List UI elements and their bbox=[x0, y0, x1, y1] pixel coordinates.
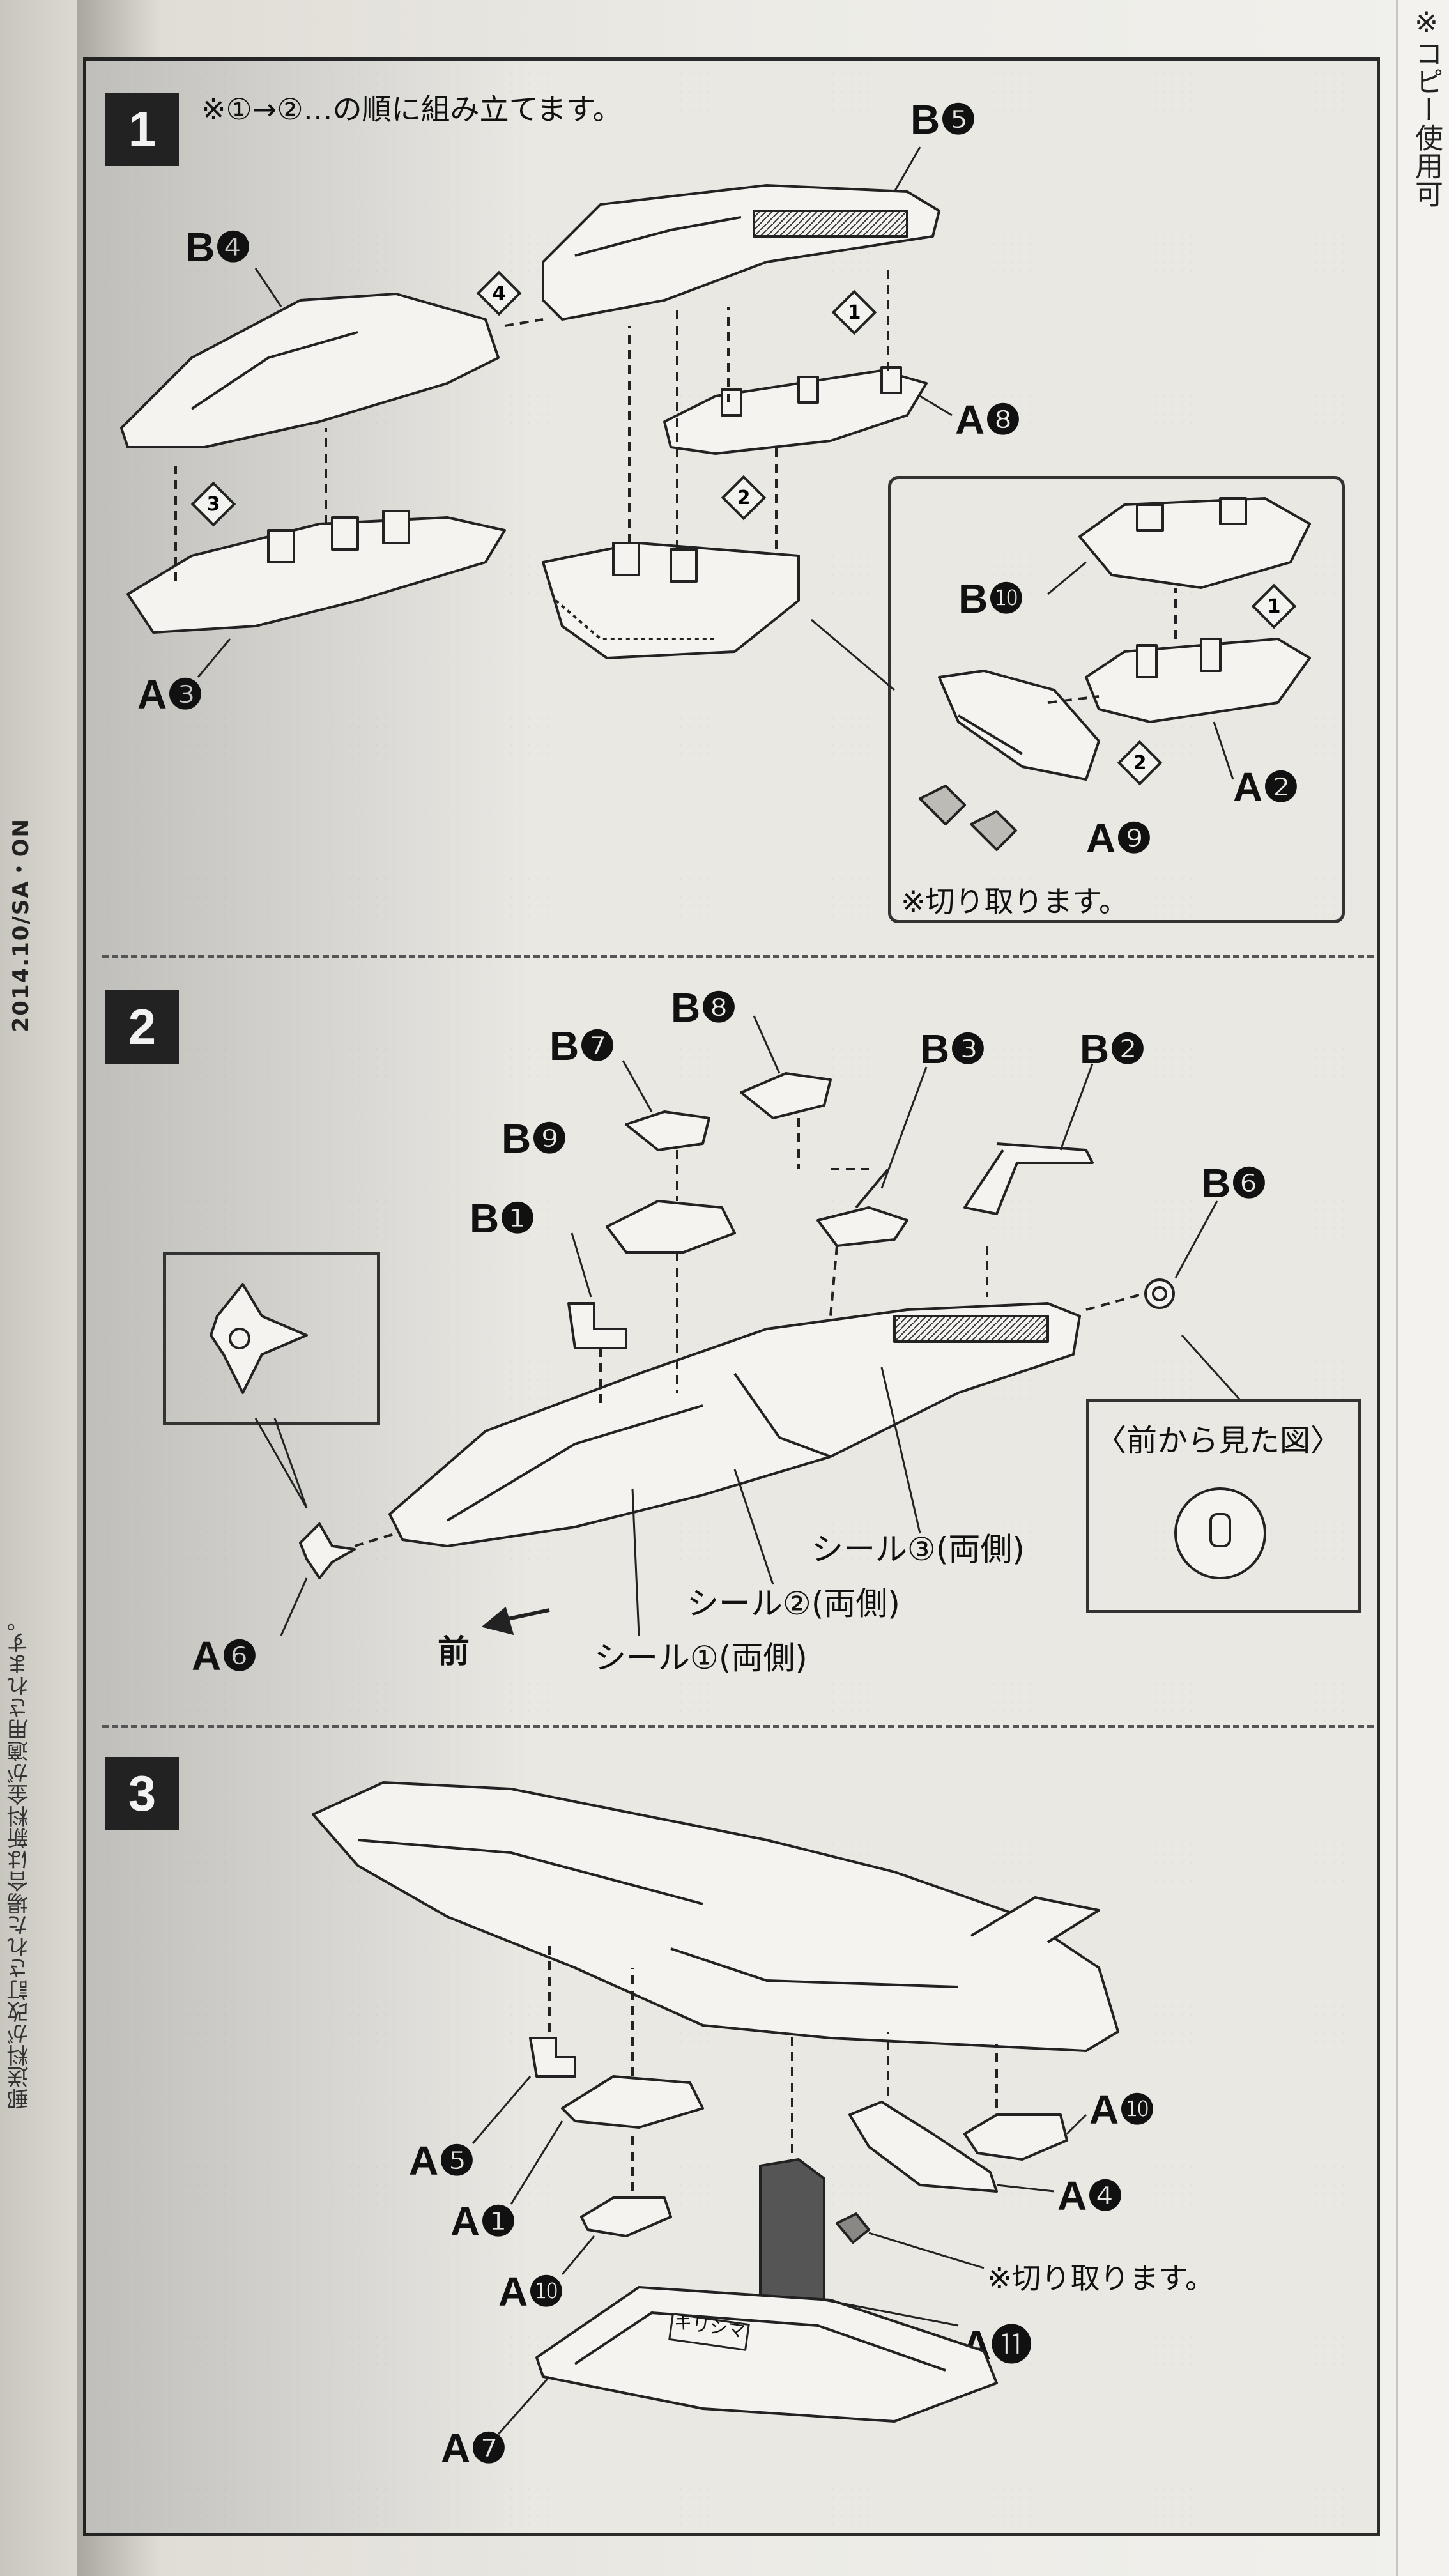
label-a4: A❹ bbox=[1057, 2173, 1124, 2219]
label-a10-right: A❿ bbox=[1089, 2087, 1156, 2133]
label-a5: A❺ bbox=[409, 2138, 475, 2184]
step-3-cut-note: ※切り取ります。 bbox=[987, 2261, 1215, 2296]
box-side-edge bbox=[0, 0, 77, 2576]
step-2-leaders bbox=[254, 1015, 1241, 1636]
label-b10: B❿ bbox=[958, 576, 1025, 622]
part-a5 bbox=[529, 2037, 576, 2078]
label-b8: B❽ bbox=[671, 985, 737, 1031]
part-b6 bbox=[1144, 1278, 1175, 1309]
part-a10-right bbox=[963, 2113, 1068, 2161]
ship-complete-step3 bbox=[312, 1781, 1119, 2052]
cut-pieces-step1 bbox=[919, 785, 1017, 851]
part-a4 bbox=[848, 2101, 998, 2193]
step-3-guides bbox=[548, 1942, 998, 2191]
label-a6: A❻ bbox=[192, 1633, 258, 1679]
part-a6 bbox=[299, 1522, 356, 1579]
label-a1: A❶ bbox=[450, 2198, 517, 2244]
label-a10-left: A❿ bbox=[498, 2269, 565, 2315]
part-b8 bbox=[740, 1072, 832, 1119]
a6-detail-illustration bbox=[210, 1283, 308, 1394]
part-a9-large bbox=[542, 542, 800, 659]
a6-detail-box bbox=[163, 1252, 380, 1425]
step-2-guides bbox=[354, 1118, 1144, 1547]
step-1-number: 1 bbox=[105, 93, 179, 166]
step-1-instruction: ※①→②…の順に組み立てます。 bbox=[201, 92, 622, 126]
sticker-1-label: シール①(両側) bbox=[594, 1639, 808, 1676]
step-marker-1: 1 bbox=[831, 289, 877, 335]
label-b1: B❶ bbox=[470, 1195, 536, 1241]
step-3-leaders bbox=[471, 2076, 1087, 2435]
label-b9: B❾ bbox=[502, 1116, 568, 1162]
part-a1 bbox=[561, 2075, 704, 2129]
label-a8: A❽ bbox=[955, 397, 1022, 443]
step-2-number: 2 bbox=[105, 990, 179, 1064]
part-a7-stand bbox=[535, 2286, 998, 2423]
part-b1 bbox=[567, 1302, 627, 1349]
step-marker-3: 3 bbox=[190, 481, 236, 527]
label-b4: B❹ bbox=[185, 224, 252, 270]
label-a9: A❾ bbox=[1086, 815, 1153, 861]
part-b2 bbox=[963, 1142, 1094, 1215]
adjacent-page bbox=[1396, 0, 1449, 2576]
front-view-label: 〈前から見た図〉 bbox=[1096, 1423, 1342, 1459]
front-view-box bbox=[1086, 1399, 1361, 1613]
label-b3: B❸ bbox=[920, 1026, 986, 1072]
ship-assembled-step2 bbox=[388, 1302, 1081, 1547]
label-a7: A❼ bbox=[441, 2425, 507, 2471]
front-view-illustration bbox=[1174, 1487, 1266, 1579]
part-a8 bbox=[663, 366, 928, 455]
step-marker-1-detail: 1 bbox=[1251, 583, 1297, 629]
stand-nameplate bbox=[668, 2313, 750, 2351]
step-1-guides bbox=[174, 268, 1177, 704]
part-b7 bbox=[625, 1110, 710, 1151]
label-a2: A❷ bbox=[1233, 764, 1300, 810]
step-marker-4: 4 bbox=[476, 270, 522, 316]
divider-2 bbox=[102, 1725, 1374, 1728]
step-marker-2: 2 bbox=[721, 475, 767, 521]
copy-note: ※コピー使用可 bbox=[1410, 6, 1443, 208]
sticker-3-label: シール③(両側) bbox=[811, 1531, 1025, 1568]
part-b9 bbox=[606, 1200, 736, 1254]
step-1-leaders bbox=[197, 146, 1234, 780]
part-b10 bbox=[1078, 497, 1311, 589]
step-marker-2-detail: 2 bbox=[1117, 740, 1163, 786]
front-arrow bbox=[481, 1606, 550, 1636]
part-a2 bbox=[1085, 638, 1311, 723]
step-1-cut-note: ※切り取ります。 bbox=[901, 884, 1128, 919]
part-a10-left bbox=[580, 2196, 672, 2237]
part-b3 bbox=[816, 1168, 908, 1247]
sticker-2-label: シール②(両側) bbox=[687, 1585, 900, 1622]
label-b7: B❼ bbox=[549, 1023, 616, 1069]
part-a9-detail bbox=[938, 670, 1100, 781]
step-1-detail-box bbox=[888, 476, 1345, 923]
part-a3 bbox=[126, 510, 506, 634]
step-3-number: 3 bbox=[105, 1757, 179, 1830]
divider-1 bbox=[102, 955, 1374, 958]
cut-piece-step3 bbox=[836, 2212, 870, 2244]
label-b6: B❻ bbox=[1201, 1160, 1268, 1206]
label-a3: A❸ bbox=[137, 671, 204, 717]
front-direction-label: 前 bbox=[438, 1633, 470, 1670]
label-b5: B❺ bbox=[910, 96, 977, 142]
label-b2: B❷ bbox=[1080, 1026, 1146, 1072]
part-b4 bbox=[120, 293, 500, 448]
part-b5 bbox=[542, 184, 940, 321]
